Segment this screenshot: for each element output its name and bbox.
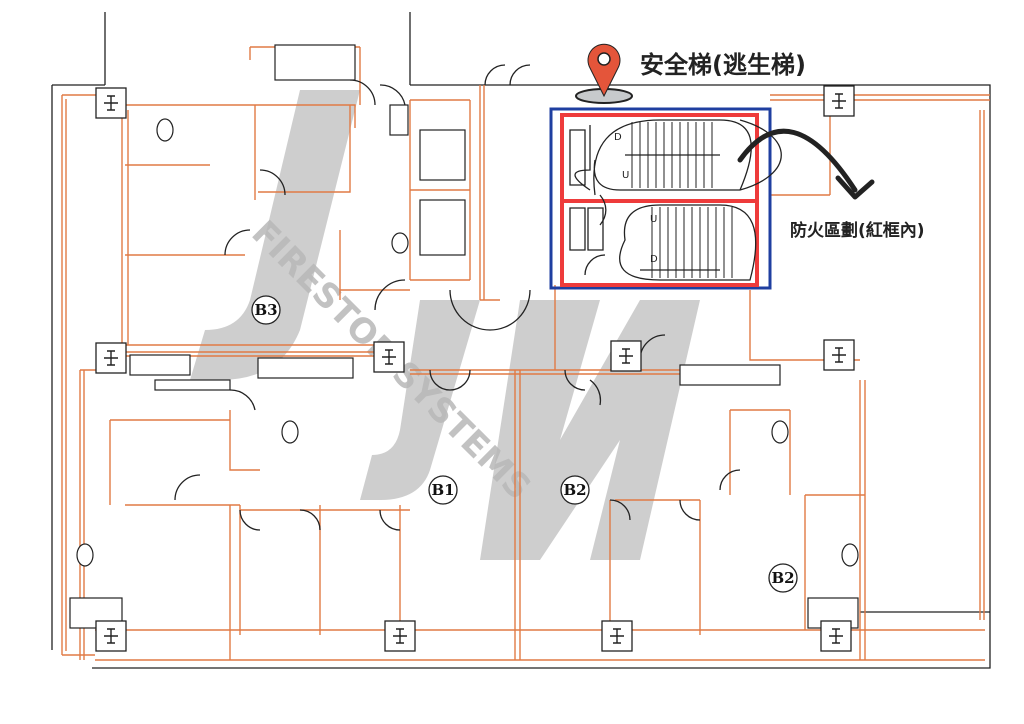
doors (174, 64, 741, 531)
room-tag-b3: B3 (254, 301, 277, 319)
stair-down-mark: D (614, 132, 622, 143)
stair-compartment: D U U D (549, 107, 782, 290)
column-cross-icon (95, 87, 127, 119)
fire-compartment-label: 防火區劃(紅框內) (790, 220, 925, 241)
room-tag-b2: B2 (563, 481, 586, 499)
column-cross-icon (95, 620, 127, 652)
column-cross-icon (601, 620, 633, 652)
location-pin-icon (575, 43, 633, 104)
stair-up-mark: U (650, 214, 657, 225)
stair-up-mark: U (622, 170, 629, 181)
room-tag-b2-east: B2 (771, 569, 794, 587)
stair-down-mark: D (650, 254, 658, 265)
building-outline (51, 12, 991, 669)
stair-title-label: 安全梯(逃生梯) (640, 51, 806, 79)
column-cross-icon (384, 620, 416, 652)
blue-outline (549, 107, 772, 290)
column-cross-icon (610, 340, 642, 372)
column-cross-icon (823, 339, 855, 371)
walls (61, 46, 990, 661)
column-cross-icon (820, 620, 852, 652)
room-tags: B3 B1 B2 B2 (251, 295, 798, 593)
column-cross-icon (823, 85, 855, 117)
room-tag-b1: B1 (431, 481, 454, 499)
columns (95, 85, 855, 652)
fixtures (69, 44, 859, 629)
column-cross-icon (95, 342, 127, 374)
column-cross-icon (373, 341, 405, 373)
curved-arrow-icon (737, 128, 875, 200)
